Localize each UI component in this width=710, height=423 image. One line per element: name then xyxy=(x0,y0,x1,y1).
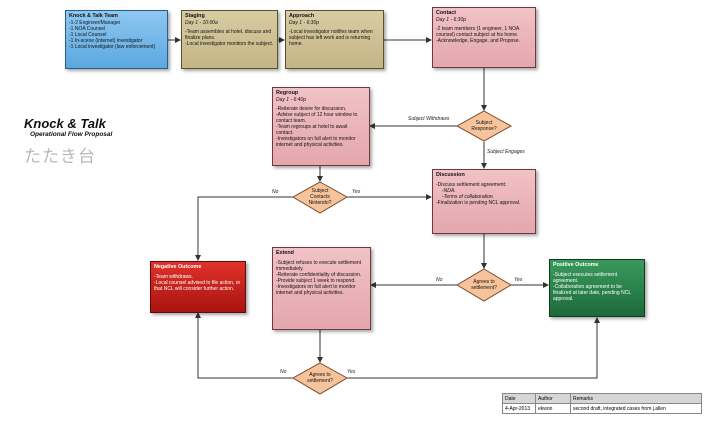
regroup-item: -Reiterate desire for discussion. xyxy=(276,105,347,112)
extend-item: -Provide subject 1 week to respond. xyxy=(276,277,356,284)
table-row: 4-Apr-2013 ekwon second draft, integrate… xyxy=(502,403,702,414)
extend-box: Extend -Subject refuses to execute settl… xyxy=(272,247,371,330)
negative-outcome-title: Negative Outcome xyxy=(154,264,202,270)
discussion-item: -Finalization is pending NCL approval. xyxy=(436,199,521,206)
discussion-box: Discussion -Discuss settlement agreement… xyxy=(432,169,536,234)
positive-outcome-title: Positive Outcome xyxy=(553,262,599,268)
staging-item: -Local investigator monitors the subject… xyxy=(185,40,274,47)
extend-title: Extend xyxy=(276,250,294,256)
negative-outcome-box: Negative Outcome -Team withdraws. -Local… xyxy=(150,261,246,313)
team-item: -1 NOA Counsel xyxy=(69,25,106,32)
regroup-item: -Team regroups at hotel to await contact… xyxy=(276,123,348,136)
approach-item: -Local investigator notifies team when s… xyxy=(289,28,373,47)
regroup-item: -Advise subject of 12 hour window to con… xyxy=(276,111,358,124)
edge-label-no: No xyxy=(280,369,287,375)
approach-title: Approach xyxy=(289,13,315,19)
decision-subject-response-label: Subject Response? xyxy=(471,120,497,132)
staging-day: Day 1 - 10:00a xyxy=(185,19,218,26)
decision-agrees-settlement-1-label: Agrees to settlement? xyxy=(471,279,497,291)
regroup-title: Regroup xyxy=(276,90,299,96)
revision-header-remarks: Remarks xyxy=(570,393,702,404)
page-title: Knock & Talk xyxy=(24,116,106,131)
decision-subject-contacts-label: Subject Contacts Nintendo? xyxy=(308,188,332,206)
contact-item: -Acknowledge, Engage, and Propose. xyxy=(436,37,520,44)
negative-outcome-item: -Team withdraws. xyxy=(154,273,193,280)
staging-title: Staging xyxy=(185,13,205,19)
contact-box: Contact Day 1 - 6:30p -2 team members (1… xyxy=(432,7,536,68)
discussion-item: -NDA. xyxy=(442,187,456,194)
edge-label-no: No xyxy=(436,277,443,283)
contact-day: Day 1 - 6:30p xyxy=(436,16,467,23)
revision-table: Date Author Remarks 4-Apr-2013 ekwon sec… xyxy=(502,393,702,414)
decision-agrees-settlement-2 xyxy=(291,362,349,395)
contact-title: Contact xyxy=(436,10,457,16)
edge-label-yes: Yes xyxy=(514,277,523,283)
decision-subject-contacts xyxy=(291,181,349,214)
positive-outcome-item: -Subject executes settlement agreement. xyxy=(553,271,618,284)
decision-agrees-settlement-2-label: Agrees to settlement? xyxy=(307,372,333,384)
edge-label-subject-engages: Subject Engages xyxy=(487,149,525,155)
positive-outcome-item: -Collaboration agreement to be finalized… xyxy=(553,283,631,302)
decision-subject-response xyxy=(455,110,513,142)
negative-outcome-item: -Local counsel advised to file action, o… xyxy=(154,279,241,292)
approach-box: Approach Day 1 - 6:30p -Local investigat… xyxy=(285,10,384,69)
discussion-item: -Terms of collaboration. xyxy=(442,193,495,200)
positive-outcome-box: Positive Outcome -Subject executes settl… xyxy=(549,259,645,317)
contact-item: -2 team members (1 engineer, 1 NOA couns… xyxy=(436,25,520,38)
staging-box: Staging Day 1 - 10:00a -Team assembles a… xyxy=(181,10,278,69)
edge-label-yes: Yes xyxy=(347,369,356,375)
revision-remarks: second draft, integrated cases from j.al… xyxy=(570,403,702,414)
revision-author: ekwon xyxy=(535,403,571,414)
team-item: -1 Local investigator (law enforcement) xyxy=(69,43,156,50)
page-subtitle: Operational Flow Proposal xyxy=(30,131,113,138)
page-title-japanese: たたき台 xyxy=(24,147,96,166)
edge-label-no: No xyxy=(272,189,279,195)
decision-agrees-settlement-1 xyxy=(456,268,512,302)
team-title: Knock & Talk Team xyxy=(69,13,118,19)
approach-day: Day 1 - 6:30p xyxy=(289,19,320,26)
revision-date: 4-Apr-2013 xyxy=(502,403,536,414)
team-box: Knock & Talk Team -1-2 Engineer/Manager … xyxy=(65,10,168,69)
revision-header-author: Author xyxy=(535,393,571,404)
revision-table-header: Date Author Remarks xyxy=(502,393,702,404)
edge-label-subject-withdraws: Subject Withdraws xyxy=(408,116,450,122)
edge-label-yes: Yes xyxy=(352,189,361,195)
regroup-box: Regroup Day 1 - 6:40p -Reiterate desire … xyxy=(272,87,370,166)
revision-header-date: Date xyxy=(502,393,536,404)
team-item: -1 Local Counsel xyxy=(69,31,107,38)
extend-item: -Reiterate confidentiality of discussion… xyxy=(276,271,362,278)
regroup-item: -Investigators on full alert to monitor … xyxy=(276,135,356,148)
discussion-item: -Discuss settlement agreement: xyxy=(436,181,507,188)
team-item: -1 In-scene (internet) investigator xyxy=(69,37,143,44)
extend-item: -Investigators on full alert to monitor … xyxy=(276,283,356,296)
discussion-title: Discussion xyxy=(436,172,465,178)
team-item: -1-2 Engineer/Manager xyxy=(69,19,121,26)
staging-item: -Team assembles at hotel, discuss and fi… xyxy=(185,28,272,41)
extend-item: -Subject refuses to execute settlement i… xyxy=(276,259,362,272)
regroup-day: Day 1 - 6:40p xyxy=(276,96,307,103)
